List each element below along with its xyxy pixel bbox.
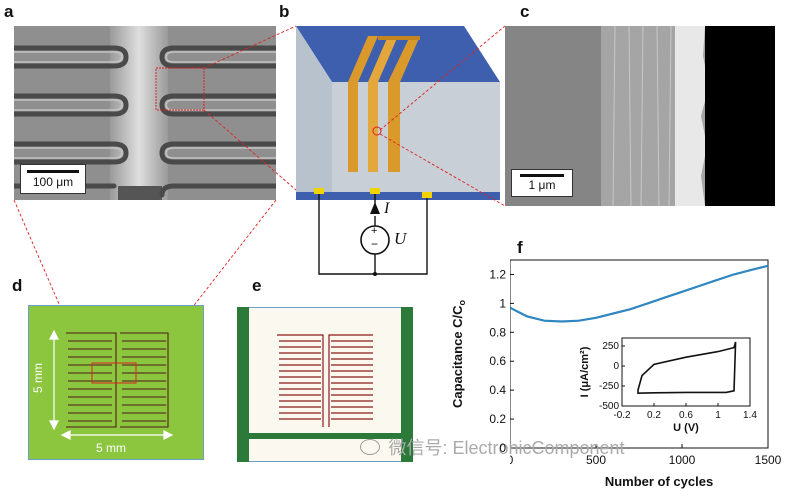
inset-y-tick-label: 250	[602, 341, 619, 352]
voltage-plus: +	[371, 225, 378, 237]
y-axis-label: Capacitance C/Co	[450, 299, 467, 408]
inset-y-tick-label: -250	[599, 381, 619, 392]
inset-y-tick-label: -500	[599, 401, 619, 412]
inset-x-tick-label: 0.6	[679, 410, 693, 421]
inset-cv-loop	[637, 341, 737, 395]
scale-bar-label-a: 100 μm	[32, 175, 74, 189]
inset-x-tick-label: -0.2	[613, 410, 631, 421]
y-tick-label: 1	[499, 296, 506, 310]
series-line	[510, 264, 769, 323]
device-photo-d: 5 mm 5 mm	[27, 304, 205, 461]
scale-bar-line-a	[27, 170, 79, 173]
sem-image-a: 100 μm	[11, 26, 279, 200]
y-tick-label: 0.6	[489, 354, 506, 368]
inset-x-tick-label: 0.2	[647, 410, 661, 421]
watermark-text: 微信号: ElectronicComponent	[388, 438, 625, 458]
dim-vertical-label: 5 mm	[31, 363, 45, 393]
inset-x-axis-label: U (V)	[673, 422, 699, 434]
plot-frame	[510, 259, 769, 449]
panel-label-d: d	[12, 276, 23, 295]
inset-y-axis-label: I (μA/cm²)	[579, 346, 591, 397]
y-tick-label: 0.2	[489, 412, 506, 426]
inset-x-tick-label: 1	[715, 410, 721, 421]
y-tick-label: 0.8	[489, 325, 506, 339]
watermark: 微信号: ElectronicComponent	[360, 434, 625, 460]
scale-bar-c: 1 μm	[511, 169, 573, 197]
x-tick-label: 0	[510, 453, 514, 467]
scale-bar-label-c: 1 μm	[528, 178, 556, 192]
y-tick-label: 1.2	[489, 267, 506, 281]
x-tick-label: 500	[586, 453, 606, 467]
scale-bar-line-c	[520, 174, 564, 177]
current-symbol: I	[384, 200, 390, 217]
y-tick-label: 0.4	[489, 383, 506, 397]
x-tick-label: 1000	[669, 453, 696, 467]
scale-bar-a: 100 μm	[20, 164, 86, 194]
sem-image-c: 1 μm	[505, 25, 775, 207]
x-tick-label: 1500	[755, 453, 782, 467]
panel-label-c: c	[520, 2, 530, 21]
wechat-icon	[360, 439, 380, 455]
inset-x-tick-label: 1.4	[743, 410, 757, 421]
x-axis-label: Number of cycles	[605, 474, 713, 489]
panel-label-f: f	[517, 238, 523, 257]
voltage-minus: −	[371, 237, 379, 251]
dim-horizontal-label: 5 mm	[96, 441, 126, 455]
device-photo-e	[236, 306, 414, 463]
y-axis-label-subscript: o	[457, 299, 467, 305]
inset-y-tick-label: 0	[613, 361, 619, 372]
y-tick-label: 0	[499, 441, 506, 455]
panel-label-e: e	[252, 276, 262, 295]
panel-label-a: a	[4, 2, 14, 21]
panel-label-b: b	[279, 2, 290, 21]
voltage-symbol: U	[394, 229, 407, 248]
